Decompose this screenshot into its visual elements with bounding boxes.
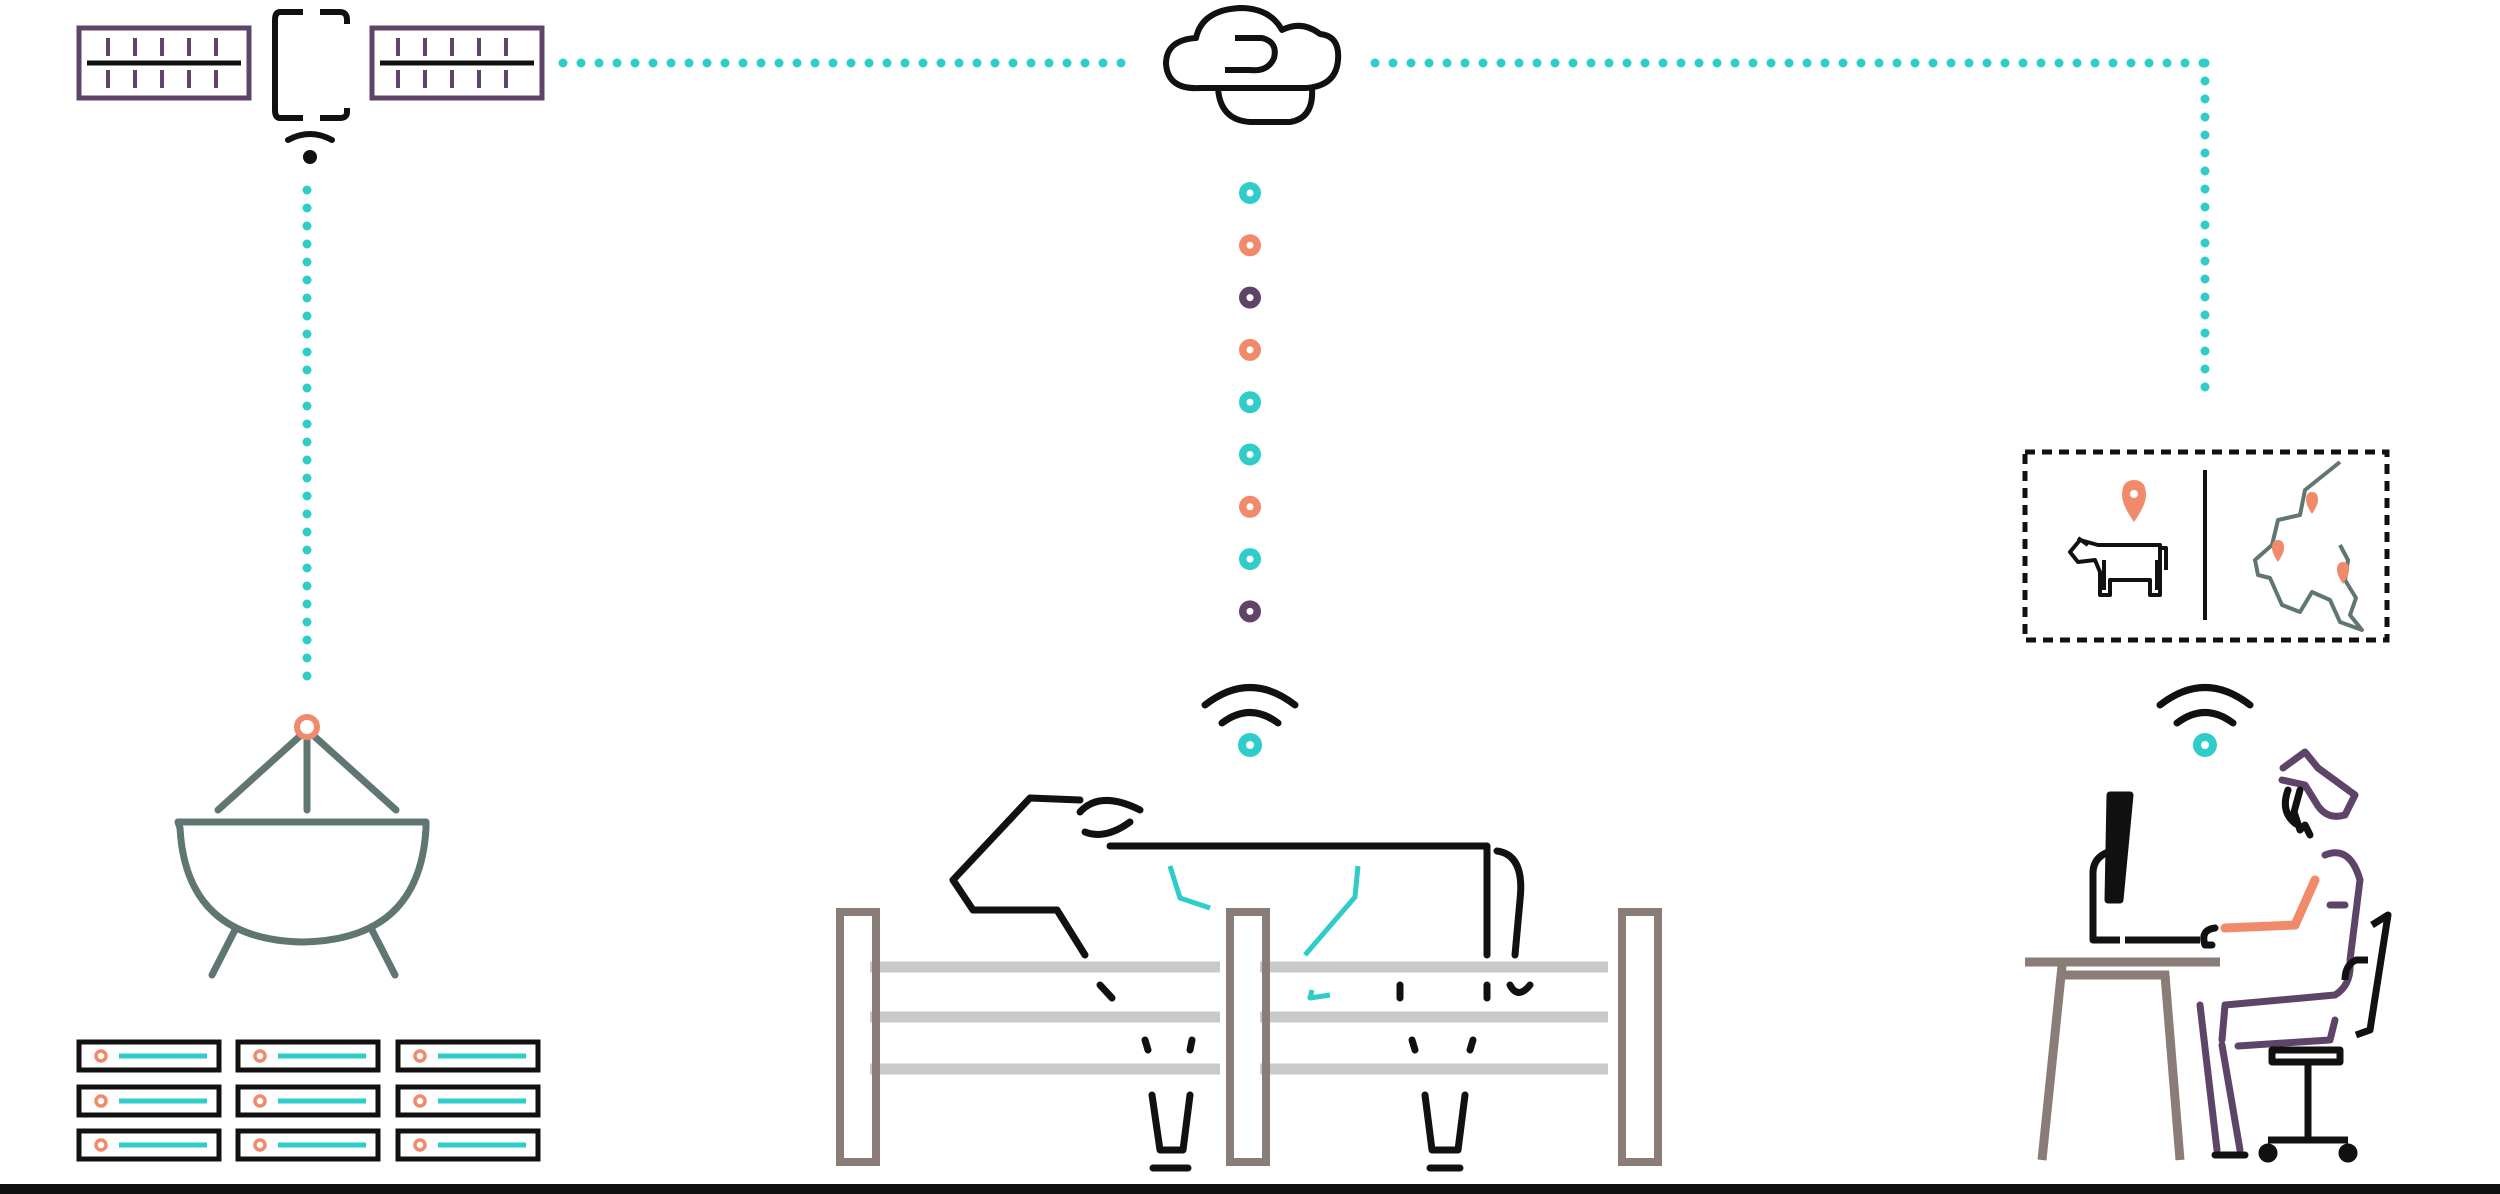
data-stream-dot-center [1246, 451, 1254, 458]
solar-panel-right [369, 25, 545, 101]
location-pin-icon [2122, 480, 2146, 522]
data-stream-dot-center [1246, 398, 1254, 406]
solar-panel-left [76, 25, 252, 101]
data-stream-dot-center [1246, 503, 1254, 511]
satellite-icon [76, 9, 545, 164]
dashboard-panel-icon [2022, 449, 2390, 643]
server-rack-icon [76, 1039, 541, 1162]
ground-station-dish-icon [174, 732, 430, 979]
desk-icon [2025, 957, 2220, 1161]
data-stream-dot-center [1246, 189, 1254, 197]
data-stream-dot-center [1246, 241, 1254, 249]
office-chair-icon [2258, 911, 2392, 1163]
cloud-icon [1163, 5, 1342, 125]
server-unit [395, 1039, 541, 1073]
wifi-signal-icon [1201, 684, 1299, 727]
data-stream-dots [1239, 182, 1261, 623]
server-unit [395, 1128, 541, 1162]
server-unit [76, 1084, 222, 1118]
server-unit [76, 1039, 222, 1073]
location-pin-icon [2272, 492, 2349, 584]
data-stream-dot-center [1246, 555, 1254, 563]
region-map-icon [2253, 460, 2364, 632]
fence-icon [836, 908, 1662, 1166]
cow-icon [949, 794, 1534, 1172]
wifi-signal-icon [2156, 684, 2254, 727]
dish-receiver [294, 714, 320, 740]
server-unit [395, 1084, 541, 1118]
data-stream-dot-center [1246, 294, 1254, 302]
cow-markings [1167, 865, 1361, 1001]
computer-monitor-icon [2089, 791, 2200, 944]
data-stream-dot-center [1246, 607, 1254, 615]
cow-icon [2068, 536, 2168, 597]
server-unit [235, 1084, 381, 1118]
network-links [302, 58, 2210, 695]
farmer-icon [2196, 748, 2364, 1159]
server-unit [235, 1039, 381, 1073]
server-unit [76, 1128, 222, 1162]
data-stream-dot-center [1246, 346, 1254, 354]
server-unit [235, 1128, 381, 1162]
